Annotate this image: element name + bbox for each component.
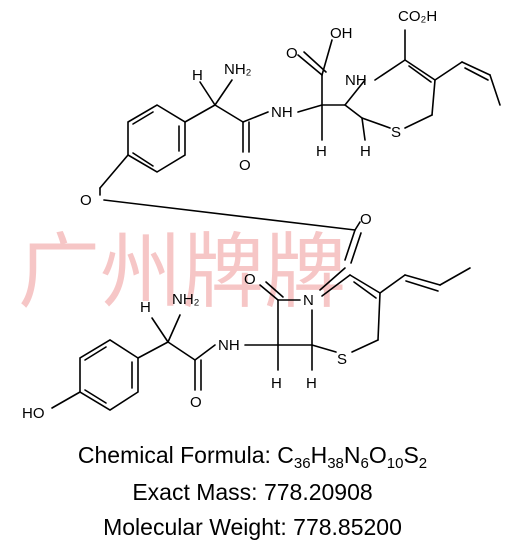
formula-label: Chemical Formula: [77, 442, 278, 468]
bottom-beta-lactam [259, 267, 346, 346]
label-ho-phenol: HO [22, 405, 45, 422]
label-nh-amide-bottom: NH [218, 337, 240, 354]
bottom-phenol-ring [51, 339, 139, 411]
bottom-ketone [344, 221, 362, 264]
watermark-text: 广州牌牌 [18, 225, 346, 320]
label-nh2-top: NH₂ [224, 61, 252, 78]
formula-subscript: 2 [418, 455, 428, 472]
formula-subscript: 10 [386, 455, 404, 472]
formula-value: C36H38N6O10S2 [277, 442, 427, 472]
formula-element: S [403, 442, 419, 468]
formula-subscript: 38 [327, 455, 344, 472]
top-phenylene-ring [99, 104, 186, 196]
label-s-top: S [391, 124, 401, 141]
structure-diagram: 广州牌牌 [18, 8, 501, 422]
label-nh2-bottom: NH₂ [172, 291, 200, 308]
label-n-ring: N [303, 292, 314, 309]
top-carboxylic-acid [297, 39, 366, 141]
label-o-acid: O [286, 45, 298, 62]
label-h-ring-top: H [360, 143, 371, 160]
top-amide-chain [184, 79, 323, 153]
bottom-dihydrothiazine-ring [277, 267, 471, 371]
formula-subscript: 36 [293, 455, 311, 472]
label-h-bottom-1: H [271, 375, 282, 392]
label-o-amide-bottom: O [190, 394, 202, 411]
label-s-bottom: S [337, 351, 347, 368]
label-oh-acid: OH [330, 25, 353, 42]
molecular-weight: Molecular Weight: 778.85200 [103, 514, 402, 540]
top-dihydrothiazine-ring [344, 29, 501, 129]
label-h-bottom-amine: H [140, 299, 151, 316]
formula-element: H [310, 442, 328, 468]
linker-bond [103, 199, 356, 231]
formula-element: C [277, 442, 294, 468]
label-o-amide-top: O [239, 157, 251, 174]
label-h-alpha-top: H [316, 143, 327, 160]
chemical-formula: Chemical Formula: C36H38N6O10S2 [0, 442, 505, 472]
label-o-lactam: O [244, 271, 256, 288]
label-nh-amide-top: NH [271, 104, 293, 121]
formula-element: O [368, 442, 387, 468]
label-h-top: H [192, 67, 203, 84]
bottom-amide-chain [137, 314, 279, 391]
label-co2h: CO₂H [398, 8, 437, 25]
formula-element: N [343, 442, 361, 468]
formula-subscript: 6 [360, 455, 369, 472]
exact-mass: Exact Mass: 778.20908 [132, 479, 373, 505]
label-o-ketone: O [360, 211, 372, 228]
label-o-ether: O [80, 192, 92, 209]
label-h-bottom-2: H [306, 375, 317, 392]
label-nh-ring: NH [345, 72, 367, 89]
